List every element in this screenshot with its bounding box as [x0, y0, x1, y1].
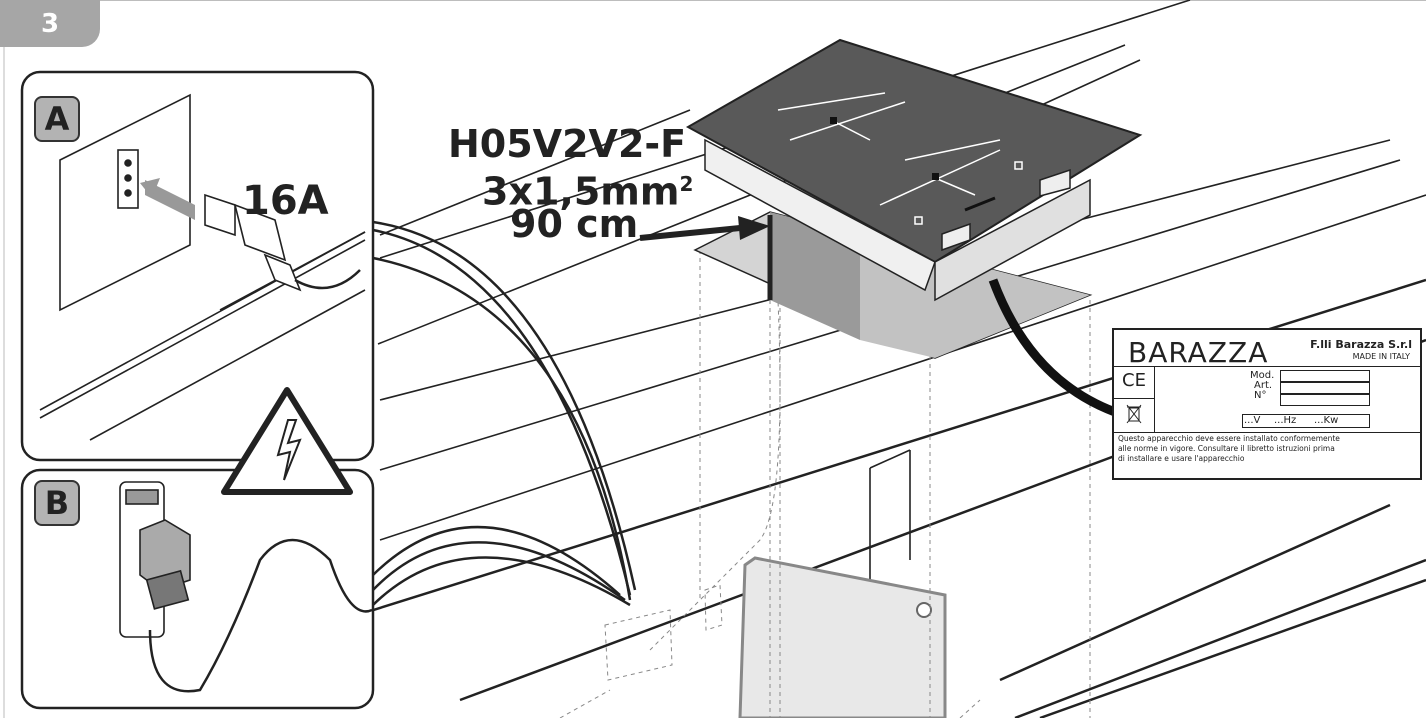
art-label: Art.	[1254, 380, 1273, 391]
panel-a-art	[39, 93, 366, 441]
rating-plate: BARAZZA F.lli Barazza S.r.l MADE IN ITAL…	[1112, 328, 1422, 480]
rating-fields	[1242, 414, 1370, 428]
supply-cables	[372, 220, 637, 607]
company-name: F.lli Barazza S.r.l	[1310, 338, 1412, 351]
mod-label: Mod.	[1250, 370, 1275, 381]
origin-label: MADE IN ITALY	[1352, 352, 1410, 361]
cable-length: 90 cm	[510, 202, 639, 246]
kw-label: ...Kw	[1314, 415, 1339, 426]
installation-note: Questo apparecchio deve essere installat…	[1118, 434, 1340, 463]
mod-field	[1280, 370, 1370, 382]
panel-b-letter: B	[34, 480, 80, 526]
cable-section: 3x1,5mm2	[482, 169, 694, 214]
panel-a-letter: A	[34, 96, 80, 142]
art-field	[1280, 382, 1370, 394]
panel-b-frame	[20, 468, 375, 710]
brand-logo: BARAZZA	[1128, 336, 1269, 369]
hidden-lines	[559, 239, 1091, 718]
weee-bin-icon	[1126, 404, 1142, 428]
cable-type: H05V2V2-F	[448, 122, 687, 166]
volt-label: ...V	[1244, 415, 1261, 426]
ce-mark-icon: CE	[1122, 370, 1146, 391]
num-field	[1280, 394, 1370, 406]
panel-b-art	[119, 481, 373, 693]
plate-pointer	[988, 278, 1117, 417]
current-rating: 16A	[242, 178, 329, 224]
hob	[685, 38, 1143, 302]
cable-arrow	[639, 216, 770, 241]
step-number: 3	[0, 0, 100, 47]
cabinet-door	[738, 556, 947, 718]
warning-high-voltage-icon	[221, 387, 353, 495]
num-label: N°	[1254, 390, 1267, 401]
top-rule	[0, 0, 1426, 1]
hz-label: ...Hz	[1274, 415, 1297, 426]
